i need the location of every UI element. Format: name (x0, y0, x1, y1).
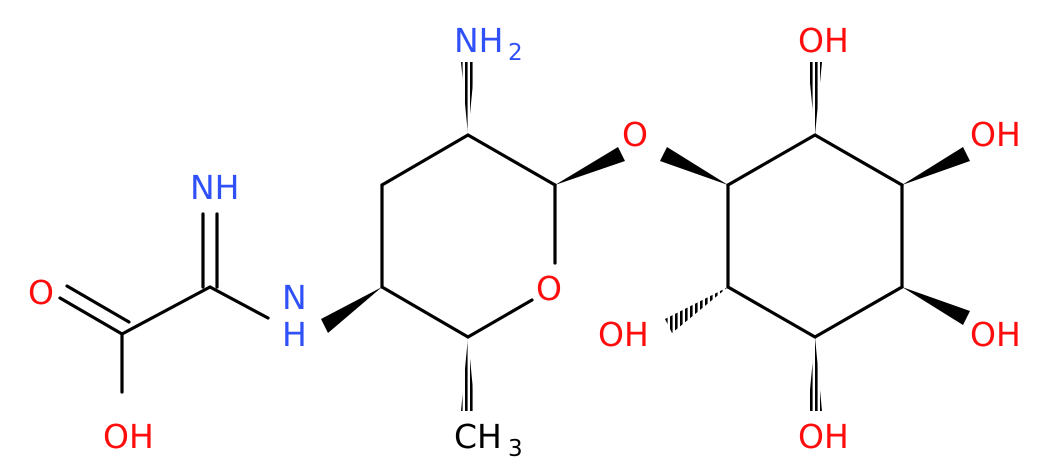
hash-ino5-oh (808, 337, 822, 411)
wedge-c4-nh (321, 287, 382, 333)
bond-ring-c3-c2 (380, 133, 470, 187)
bond-ring-o-c5 (466, 298, 534, 339)
bonds (58, 133, 904, 394)
oh-top-label: OH (798, 21, 849, 60)
ch3-subscript: 3 (508, 436, 523, 462)
wedge-ino1-o (660, 147, 728, 185)
wedge-ino3-oh (902, 147, 970, 185)
hash-c5-ch3 (461, 337, 475, 411)
hash-ino2-oh (808, 62, 822, 135)
atom-labels: NH 2 NH N H O OH O O CH 3 OH OH OH OH OH (28, 21, 1021, 462)
bond-ino-4-5 (813, 285, 904, 339)
nh2-subscript: 2 (508, 40, 523, 66)
bond-c-o-double-a (58, 296, 124, 336)
wedge-bonds (321, 147, 970, 333)
imine-nh-label: NH (190, 168, 240, 207)
bond-ino-2-3 (813, 133, 904, 187)
oh-left-label: OH (598, 315, 649, 354)
bond-ring-c2-c1 (466, 133, 557, 187)
acid-oh-label: OH (103, 417, 154, 456)
glycosidic-o-label: O (622, 115, 648, 154)
hash-bonds (461, 62, 822, 411)
bond-c-nh (208, 285, 270, 320)
ch3-label: CH (454, 417, 502, 456)
bond-ino-5-6 (726, 285, 817, 339)
wedge-c1-o (555, 147, 625, 185)
hash-ino6-oh (665, 287, 728, 333)
oh-bottom-label: OH (798, 417, 849, 456)
ring-o-label: O (536, 269, 562, 308)
bond-c-c (120, 285, 212, 336)
nh2-label: NH (454, 21, 504, 60)
bond-ino-1-2 (726, 133, 817, 187)
carbonyl-o-label: O (28, 273, 54, 312)
hash-c2-nh2 (461, 62, 475, 135)
wedge-ino4-oh (902, 287, 970, 325)
amine-n-label: N (282, 278, 307, 317)
bond-ring-c5-c4 (380, 285, 470, 339)
oh-lower-right-label: OH (970, 315, 1021, 354)
amine-h-label: H (282, 315, 307, 354)
oh-upper-right-label: OH (970, 115, 1021, 154)
bond-c-o-double-b (65, 284, 131, 324)
